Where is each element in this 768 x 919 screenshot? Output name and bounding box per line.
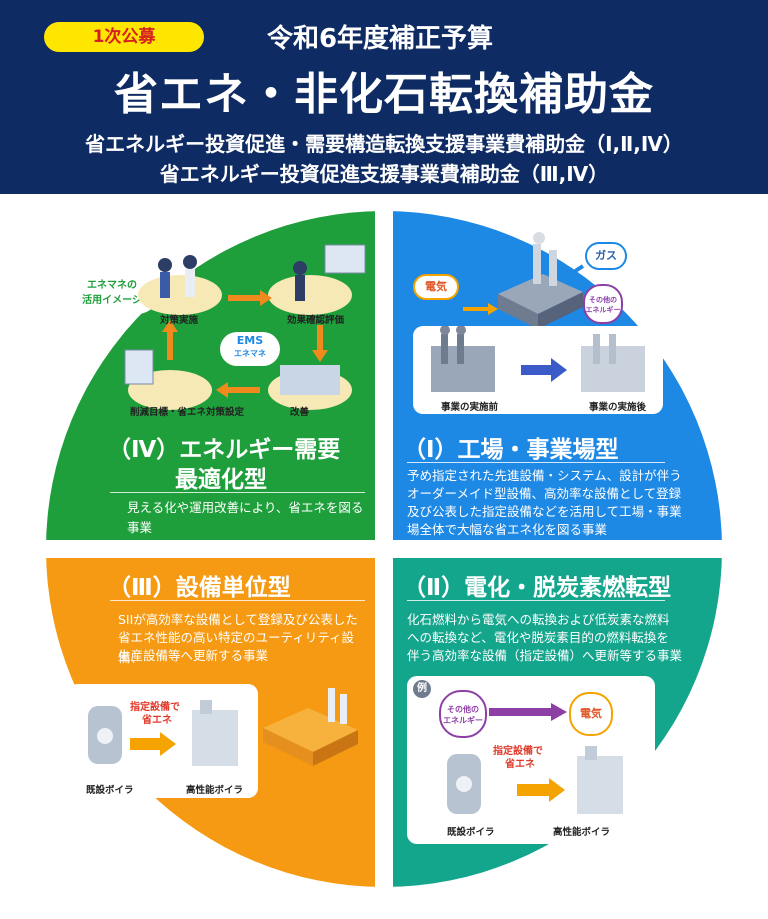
quadrant-i-desc-4: 場全体で大幅な省エネ化を図る事業 xyxy=(407,522,608,537)
quadrant-i-desc-1: 予め指定された先進設備・システム、設計が伴う xyxy=(407,468,682,483)
input-other-energy-line-1: その他の xyxy=(589,296,617,304)
step-improve: 改善 xyxy=(290,407,310,418)
designated-equipment-label-1: 指定設備で xyxy=(130,702,180,713)
quadrant-iii-desc-1: SIIが高効率な設備として登録及び公表した xyxy=(118,612,358,627)
conversion-arrow xyxy=(489,703,567,721)
new-boiler-label: 高性能ボイラ xyxy=(553,827,611,838)
quadrant-ii-desc-3: 伴う高効率な設備（指定設備）へ更新等する事業 xyxy=(407,648,683,663)
boiler-illustration xyxy=(88,700,238,766)
step-implement: 対策実施 xyxy=(160,315,199,326)
from-energy-line-2: エネルギー xyxy=(443,716,483,725)
quadrant-i-desc-3: 及び公表した指定設備などを活用して工場・事業 xyxy=(407,504,682,519)
input-other-energy: その他の エネルギー xyxy=(583,284,623,324)
subsidy-name-1: 省エネルギー投資促進・需要構造転換支援事業費補助金（Ⅰ,Ⅱ,Ⅳ） xyxy=(85,132,683,156)
bubble-line-1: エネマネの xyxy=(87,280,137,291)
ems-cycle-illustration xyxy=(124,244,366,410)
quadrant-i-title: （Ⅰ）工場・事業場型 xyxy=(403,437,619,463)
before-label: 事業の実施前 xyxy=(441,402,499,413)
input-electricity: 電気 xyxy=(413,274,459,300)
designated-equipment-label-2: 省エネ xyxy=(142,715,172,726)
quadrant-iv-rule xyxy=(110,492,365,493)
quadrant-ii: （Ⅱ）電化・脱炭素燃転型 化石燃料から電気への転換および低炭素な燃料 への転換な… xyxy=(393,558,768,919)
ems-logo: EMS xyxy=(236,334,264,347)
public-offering-badge: 1次公募 xyxy=(44,22,204,52)
quadrant-ii-rule xyxy=(407,600,665,601)
boiler-illustration xyxy=(447,746,623,814)
quadrant-iii-title: （Ⅲ）設備単位型 xyxy=(108,575,291,601)
from-energy-line-1: その他の xyxy=(447,705,479,714)
header: 1次公募 令和6年度補正予算 省エネ・非化石転換補助金 省エネルギー投資促進・需… xyxy=(0,0,768,194)
quadrant-ii-title: （Ⅱ）電化・脱炭素燃転型 xyxy=(403,575,672,601)
quadrant-ii-desc-1: 化石燃料から電気への転換および低炭素な燃料 xyxy=(407,612,670,627)
quadrant-iv: エネマネの 活用イメージ EMS エネマネ 対策実施 効果確認評価 改善 削減目… xyxy=(0,194,375,540)
input-other-energy-line-2: エネルギー xyxy=(585,306,621,314)
budget-label: 令和6年度補正予算 xyxy=(266,24,494,54)
quadrant-iii-desc-3: 生産設備等へ更新する事業 xyxy=(118,648,269,663)
ems-sub: エネマネ xyxy=(234,349,266,358)
from-energy: その他の エネルギー xyxy=(439,690,487,738)
to-electricity: 電気 xyxy=(569,692,613,736)
example-tag: 例 xyxy=(413,680,431,698)
quadrant-iv-desc: 見える化や運用改善により、省エネを図る事業 xyxy=(127,500,364,535)
quadrant-ii-desc-2: への転換など、電化や脱炭素目的の燃料転換を xyxy=(407,630,669,645)
quadrant-iii: （Ⅲ）設備単位型 SIIが高効率な設備として登録及び公表した 省エネ性能の高い特… xyxy=(0,558,375,919)
quadrant-iii-rule xyxy=(110,600,365,601)
page-title: 省エネ・非化石転換補助金 xyxy=(114,69,654,120)
quadrant-iii-desc-2: 省エネ性能の高い特定のユーティリティ設備、 xyxy=(118,630,355,665)
quadrant-iv-title-1: （Ⅳ）エネルギー需要 xyxy=(108,437,341,463)
new-boiler-label: 高性能ボイラ xyxy=(186,785,244,796)
subsidy-name-2: 省エネルギー投資促進支援事業費補助金（Ⅲ,Ⅳ） xyxy=(159,162,609,186)
bubble-line-2: 活用イメージ xyxy=(82,295,142,306)
after-label: 事業の実施後 xyxy=(589,402,647,413)
step-evaluate: 効果確認評価 xyxy=(287,315,345,326)
quadrant-i: 電気 ガス その他の エネルギー 事業の実施前 事業の実施後 （Ⅰ）工場・事業場… xyxy=(393,194,768,540)
quadrant-i-desc-2: オーダーメイド型設備、高効率な設備として登録 xyxy=(407,486,682,501)
old-boiler-label: 既設ボイラ xyxy=(86,785,134,796)
designated-equipment-label-2: 省エネ xyxy=(505,759,535,770)
quadrant-iv-title-2: 最適化型 xyxy=(175,467,267,493)
old-boiler-label: 既設ボイラ xyxy=(447,827,495,838)
factory-illustration xyxy=(463,232,585,329)
input-gas: ガス xyxy=(585,242,627,270)
step-set-target: 削減目標・省エネ対策設定 xyxy=(130,407,245,418)
before-after-illustration xyxy=(431,326,645,392)
factory-illustration xyxy=(263,688,358,766)
designated-equipment-label-1: 指定設備で xyxy=(493,746,543,757)
quadrant-i-rule xyxy=(407,462,665,463)
